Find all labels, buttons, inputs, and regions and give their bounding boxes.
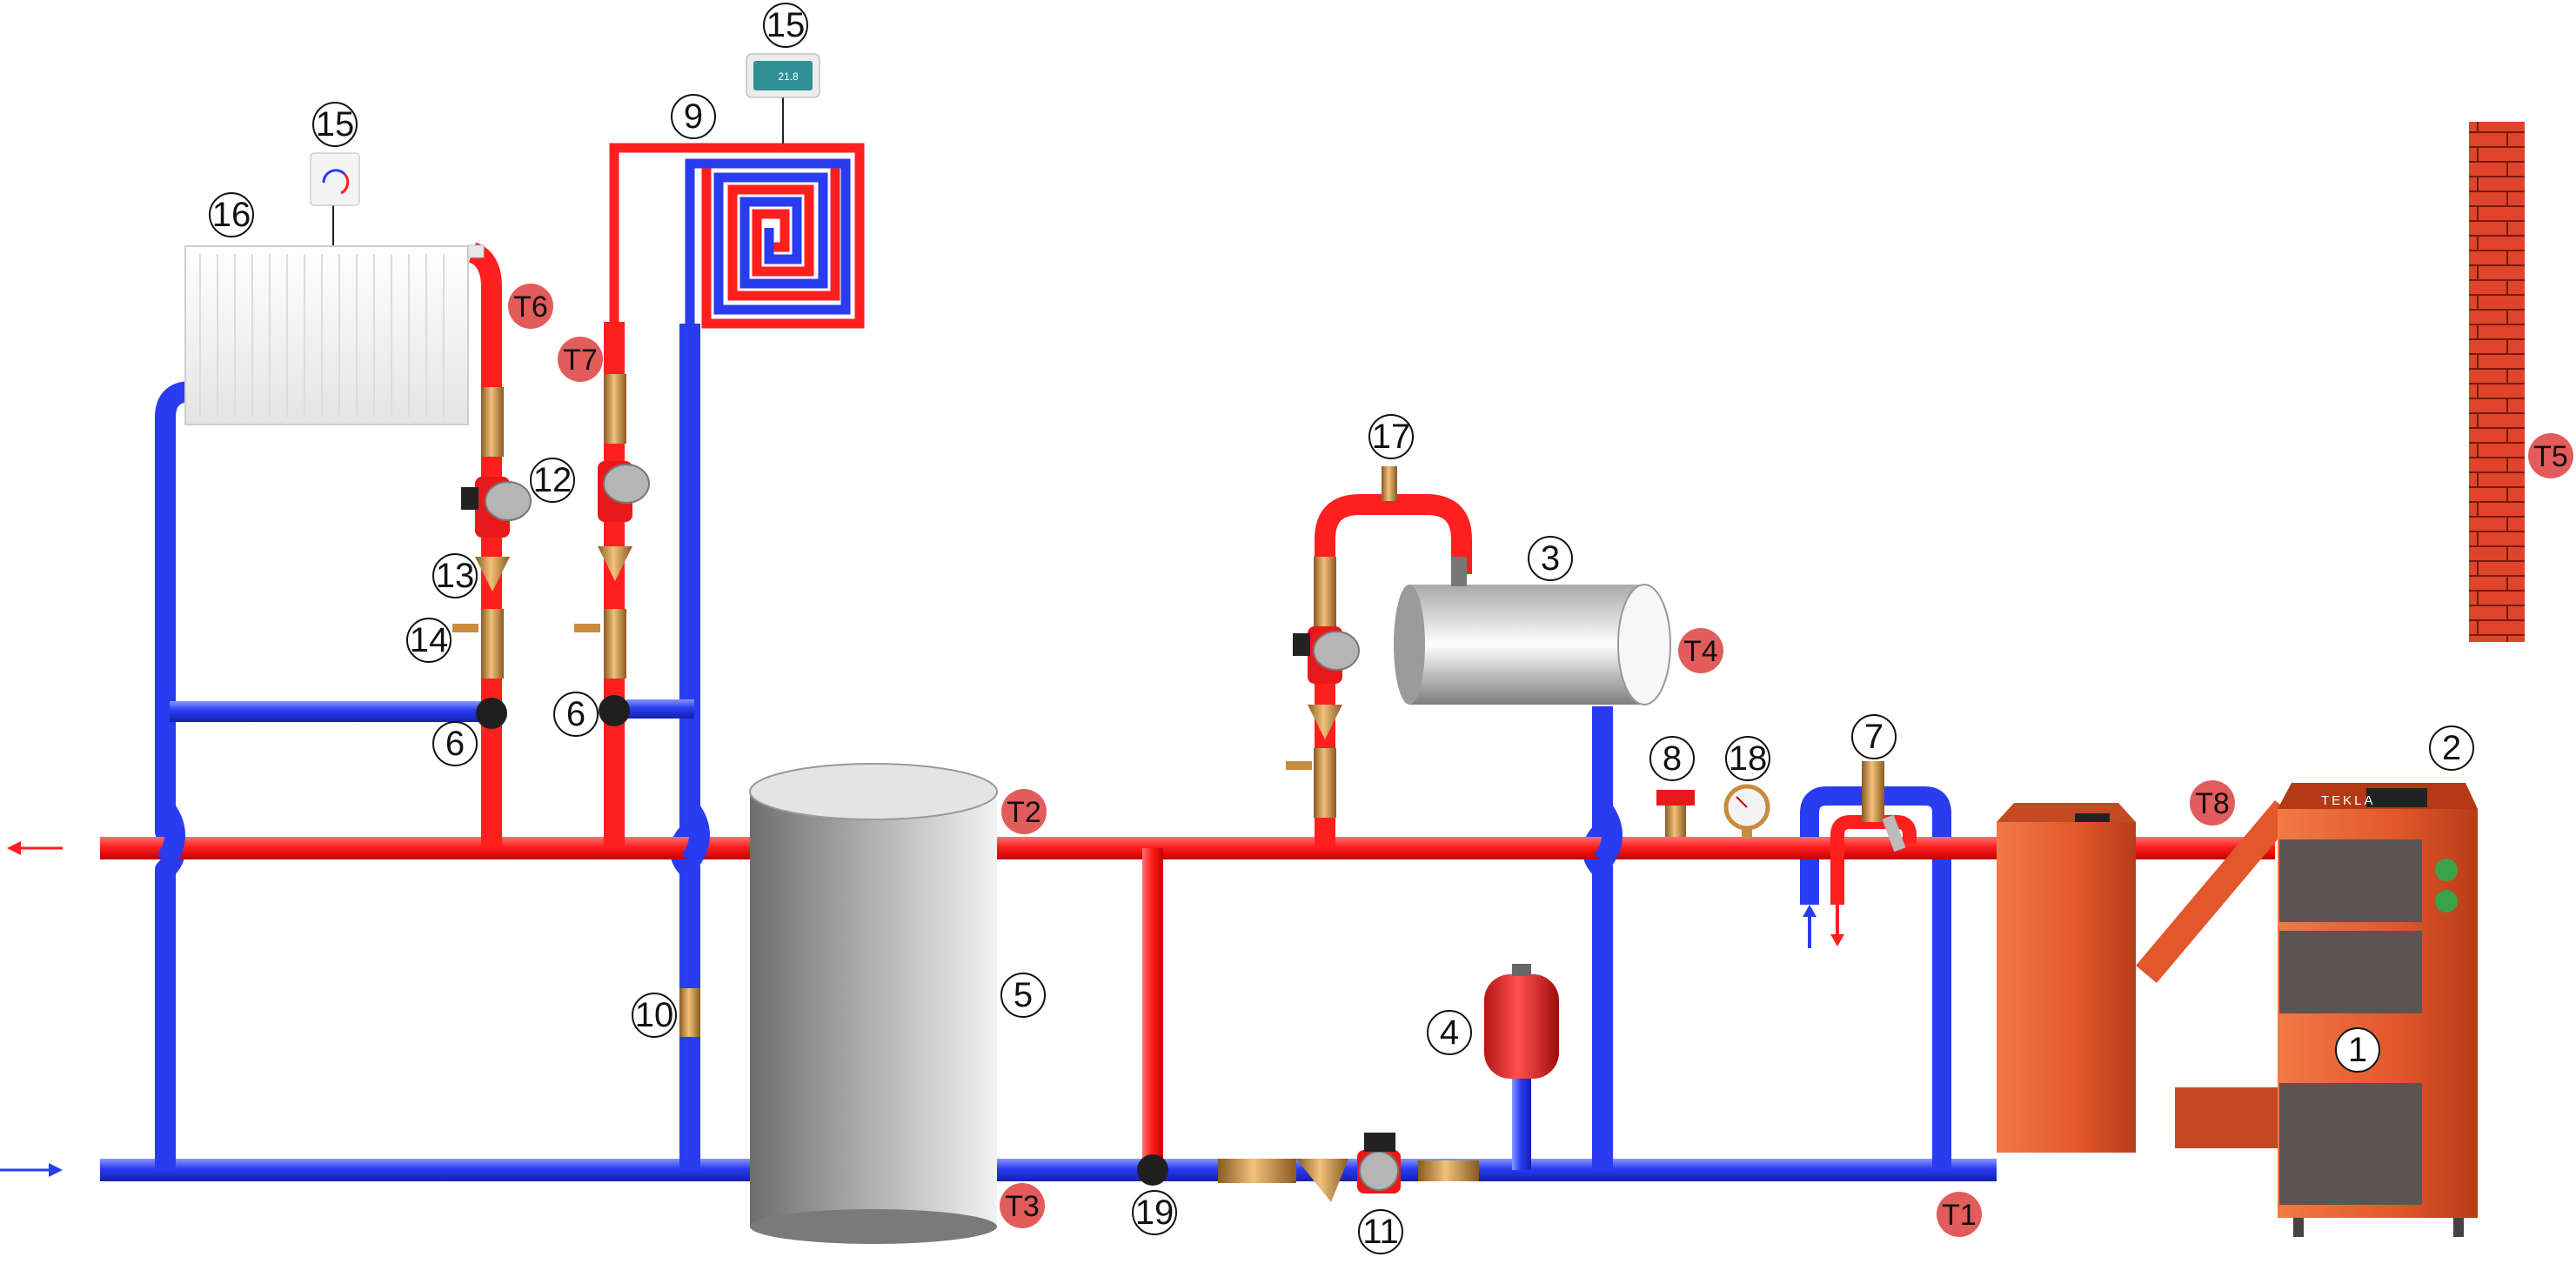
safety-group	[1862, 761, 1906, 852]
cylinder-pump-group	[1286, 557, 1360, 818]
callout-number: 15	[316, 105, 355, 144]
pressure-gauge	[1723, 784, 1770, 839]
callout-ball-valve: 14	[406, 618, 452, 663]
return-pipework	[100, 324, 1997, 1181]
sensor-t6: T6	[508, 284, 553, 329]
room-thermostat-floor: 21.8	[746, 53, 820, 144]
room-thermostat-radiator	[310, 152, 360, 245]
callout-number: 8	[1663, 739, 1682, 778]
sensor-label: T1	[1942, 1199, 1977, 1232]
callout-mixing-valve-right: 6	[553, 692, 599, 737]
callout-number: 2	[2442, 729, 2461, 767]
callout-bypass-valve: 19	[1132, 1190, 1177, 1235]
sensor-label: T3	[1005, 1190, 1040, 1223]
callout-safety-group: 7	[1851, 714, 1897, 759]
callout-boiler-controller: 2	[2429, 725, 2474, 771]
callout-number: 4	[1440, 1013, 1459, 1052]
down-flow-arrow: arrow-down-icon	[1830, 905, 1844, 946]
callout-check-valve: 10	[632, 993, 677, 1038]
callout-number: 6	[566, 695, 585, 733]
underfloor-return-coil	[685, 158, 851, 324]
callout-number: 12	[533, 461, 572, 499]
boiler-pump-group	[1137, 1133, 1479, 1202]
sensor-label: T2	[1007, 796, 1041, 829]
callout-number: 14	[410, 621, 449, 659]
callout-number: 11	[1362, 1213, 1399, 1251]
expansion-vessel	[1484, 964, 1559, 1079]
buffer-tank	[749, 763, 998, 1244]
callout-number: 7	[1864, 718, 1883, 756]
sensor-t5: T5	[2528, 433, 2573, 478]
callout-mixing-valve-left: 6	[432, 721, 478, 766]
callout-number: 1	[2348, 1031, 2367, 1069]
sensor-t8: T8	[2190, 780, 2235, 826]
callout-boiler: 1	[2335, 1027, 2380, 1073]
sensor-t3: T3	[1000, 1183, 1045, 1228]
safety-valve	[1656, 790, 1695, 837]
dhw-cylinder	[1394, 557, 1671, 705]
check-valve	[679, 988, 700, 1037]
boiler-brand: TEKLA	[2321, 793, 2376, 808]
callout-number: 16	[212, 196, 251, 234]
callout-room-thermostat-radiator: 15	[312, 102, 358, 147]
callout-buffer-tank: 5	[1000, 973, 1046, 1018]
callout-number: 18	[1729, 739, 1768, 778]
floor-thermostat-display: 21.8	[778, 70, 799, 83]
callout-strainer: 13	[432, 553, 478, 598]
callout-dhw-cylinder: 3	[1528, 536, 1573, 581]
sensor-label: T8	[2195, 787, 2230, 820]
callout-number: 9	[684, 97, 703, 136]
radiator-pump-group	[452, 387, 532, 729]
callout-boiler-pump: 11	[1358, 1209, 1403, 1254]
sensor-label: T7	[563, 344, 598, 377]
callout-air-vent: 17	[1368, 414, 1414, 459]
callout-number: 17	[1372, 418, 1411, 456]
callout-underfloor-loop: 9	[671, 94, 716, 139]
callout-radiator: 16	[209, 192, 254, 237]
callout-pressure-gauge: 18	[1725, 736, 1770, 781]
pellet-boiler: TEKLA	[1997, 783, 2478, 1237]
callout-expansion-vessel: 4	[1427, 1010, 1472, 1055]
callout-number: 10	[635, 996, 674, 1034]
floor-pump-group	[574, 374, 650, 726]
callout-circuit-pump: 12	[530, 458, 575, 503]
chimney-wall	[2469, 122, 2525, 642]
callout-number: 15	[766, 6, 806, 44]
callout-number: 3	[1541, 539, 1560, 578]
callout-room-thermostat-floor: 15	[763, 3, 808, 48]
flow-pipework	[100, 143, 2275, 1170]
callout-safety-valve: 8	[1649, 736, 1695, 781]
sensor-label: T5	[2533, 440, 2568, 473]
sensor-label: T6	[513, 291, 548, 324]
up-flow-arrow: arrow-up-icon	[1803, 905, 1817, 948]
sensor-t7: T7	[558, 337, 603, 382]
sensor-label: T4	[1683, 635, 1718, 668]
flow-out-arrow: arrow-left-icon	[7, 841, 63, 855]
sensor-t2: T2	[1001, 789, 1047, 834]
radiator	[184, 244, 485, 425]
callout-number: 13	[436, 557, 475, 595]
sensor-t1: T1	[1937, 1192, 1982, 1237]
callout-number: 6	[445, 725, 465, 763]
return-in-arrow: arrow-right-icon	[0, 1163, 63, 1177]
air-vent	[1382, 466, 1397, 501]
callout-number: 5	[1014, 976, 1033, 1014]
callout-number: 19	[1135, 1193, 1174, 1232]
sensor-t4: T4	[1678, 628, 1723, 673]
